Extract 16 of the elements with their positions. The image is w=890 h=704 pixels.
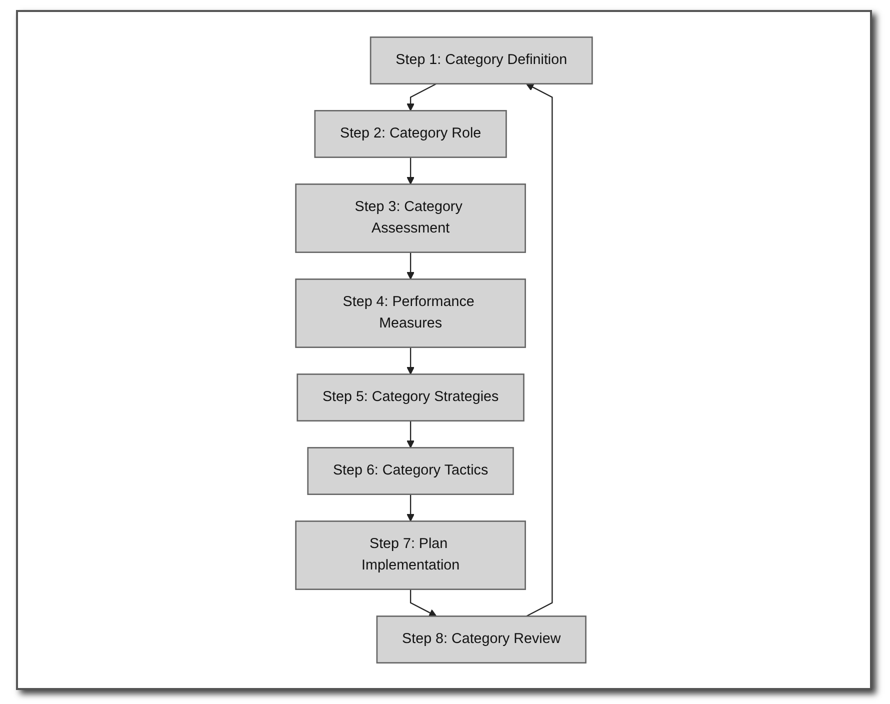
arrow [406,347,414,375]
node-box: Step 3: Category Assessment [295,184,526,253]
node-box: Step 7: Plan Implementation [295,520,526,590]
node-box: Step 8: Category Review [376,616,586,664]
arrow [406,252,414,280]
arrow [526,83,553,617]
node-box: Step 1: Category Definition [370,36,593,84]
arrow [406,157,414,185]
node-box: Step 2: Category Role [314,110,507,158]
arrow [410,589,437,617]
arrow [406,420,414,448]
node-box: Step 6: Category Tactics [307,447,514,495]
node-box: Step 4: Performance Measures [295,278,526,348]
node-box: Step 5: Category Strategies [296,374,524,422]
arrow [406,494,414,522]
arrow [406,83,437,112]
